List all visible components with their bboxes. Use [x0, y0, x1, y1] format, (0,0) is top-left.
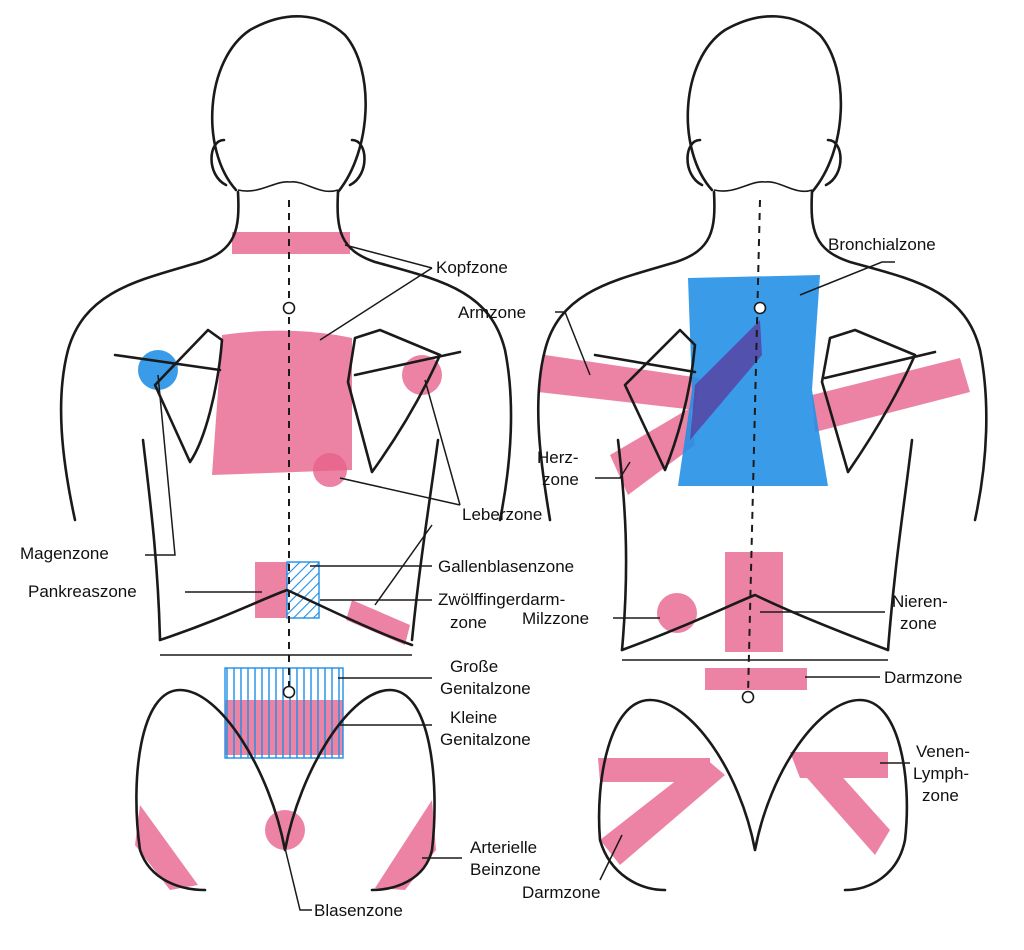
leader-magenzone [145, 374, 176, 556]
arterielle-beinzone-right-area [375, 800, 436, 890]
darmzone-upper-area [705, 668, 807, 690]
pankreaszone-area [255, 562, 287, 618]
nierenzone-area [725, 552, 783, 652]
leader-armzone [555, 311, 591, 376]
label-nieren-1: Nieren- [892, 592, 948, 611]
upper-back-zone-area [212, 330, 352, 475]
leader-leberzone [339, 379, 461, 506]
right-neck-shoulders [536, 190, 716, 522]
right-marker-lower [741, 690, 755, 704]
right-shoulder-line-l [593, 353, 697, 374]
label-gallenblasenzone: Gallenblasenzone [438, 557, 574, 576]
right-marker-upper [753, 301, 767, 315]
leader-herzzone [595, 461, 631, 479]
right-scapula-r [820, 328, 917, 474]
left-arm-inner-l [141, 438, 162, 642]
leberzone-circle-area [313, 453, 347, 487]
leader-zwoelffinger [320, 524, 433, 606]
left-neck-shoulders [59, 190, 240, 522]
leader-darmzone-lower [599, 834, 623, 881]
right-shoulder-line-r [823, 350, 937, 380]
right-hairline [713, 181, 813, 193]
right-spine-line [747, 199, 761, 696]
label-venen-2: Lymph- [913, 764, 969, 783]
left-scapula-l [153, 328, 224, 464]
label-grosse-1: Große [450, 657, 498, 676]
blasenzone-area [265, 810, 305, 850]
leader-kopfzone [319, 244, 433, 341]
label-zwoelffinger-1: Zwölffingerdarm- [438, 590, 565, 609]
label-darmzone-upper: Darmzone [884, 668, 962, 687]
magenzone-area [138, 350, 178, 390]
left-arm-inner-r [410, 438, 440, 642]
leader-bronchialzone [799, 261, 895, 296]
right-scapula-l [623, 328, 697, 472]
gallenblasenzone-area [286, 561, 320, 619]
left-head-outline [210, 14, 367, 194]
left-waist-curve [158, 588, 414, 647]
label-nieren-2: zone [900, 614, 937, 633]
label-darmzone-lower: Darmzone [522, 883, 600, 902]
venen-lymph-left-area [598, 758, 725, 865]
venen-lymph-right-area [790, 752, 890, 855]
left-marker-upper [282, 301, 296, 315]
left-scapula-r [346, 328, 442, 474]
label-leberzone: Leberzone [462, 505, 542, 524]
right-arm-inner-r [886, 438, 914, 652]
label-kleine-2: Genitalzone [440, 730, 531, 749]
label-arterielle-2: Beinzone [470, 860, 541, 879]
label-pankreaszone: Pankreaszone [28, 582, 137, 601]
left-shoulder-line-l [113, 353, 222, 372]
label-blasenzone: Blasenzone [314, 901, 403, 920]
label-kopfzone: Kopfzone [436, 258, 508, 277]
label-grosse-2: Genitalzone [440, 679, 531, 698]
right-head-outline [686, 14, 843, 194]
kopfzone-area [232, 232, 350, 254]
leberzone-shoulder-area [402, 355, 442, 395]
left-marker-lower [282, 685, 296, 699]
right-neck-shoulders-r [810, 190, 988, 522]
left-hairline [237, 181, 339, 193]
leader-blasenzone [284, 847, 312, 911]
label-herz-2: zone [542, 470, 579, 489]
right-ear-r [824, 138, 842, 187]
left-shoulder-line-r [353, 350, 462, 377]
armzone-left-area [538, 355, 700, 410]
label-magenzone: Magenzone [20, 544, 109, 563]
label-zwoelffinger-2: zone [450, 613, 487, 632]
left-buttocks [135, 688, 436, 892]
label-kleine-1: Kleine [450, 708, 497, 727]
label-armzone: Armzone [458, 303, 526, 322]
label-herz-1: Herz- [537, 448, 579, 467]
herzzone-area [610, 408, 695, 495]
label-arterielle-1: Arterielle [470, 838, 537, 857]
herzzone-overlap [690, 320, 762, 440]
milzzone-area [657, 593, 697, 633]
right-ear-l [686, 138, 704, 187]
armzone-right-area [812, 358, 970, 432]
right-waist-curve [620, 593, 890, 652]
label-venen-3: zone [922, 786, 959, 805]
arterielle-beinzone-left-area [135, 805, 198, 890]
bronchialzone-area [678, 275, 828, 486]
left-figure: Kopfzone Leberzone Magenzone Pankreaszon… [20, 14, 574, 920]
left-ear-r [348, 138, 366, 187]
zwoelffingerdarmzone-area [346, 600, 410, 645]
left-ear-l [210, 138, 228, 187]
right-buttocks [597, 698, 909, 892]
label-milzzone: Milzzone [522, 609, 589, 628]
label-bronchialzone: Bronchialzone [828, 235, 936, 254]
label-venen-1: Venen- [916, 742, 970, 761]
right-figure: Bronchialzone Armzone Herz- zone Nieren-… [458, 14, 988, 902]
